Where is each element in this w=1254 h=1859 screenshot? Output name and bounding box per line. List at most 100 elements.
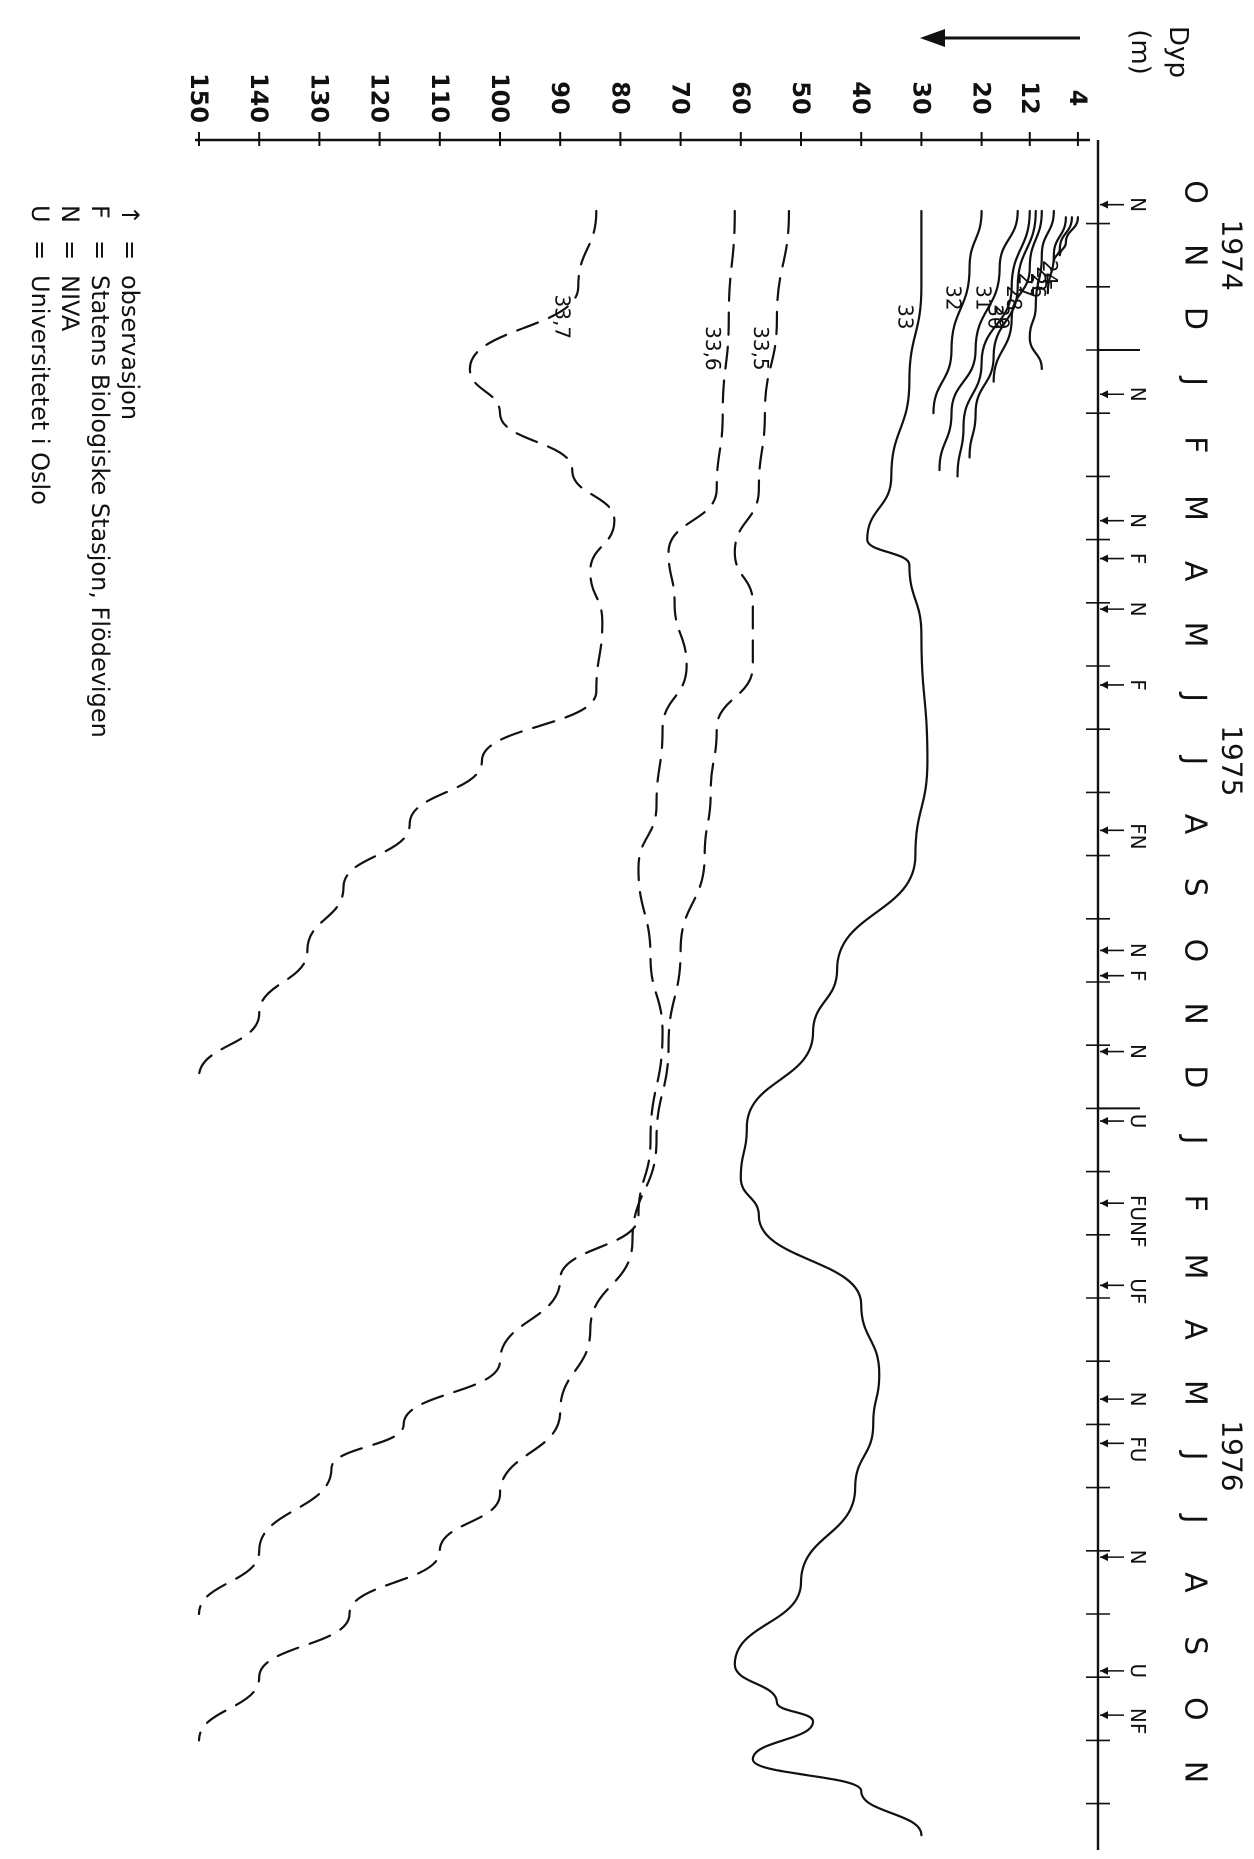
observation-arrow-head [1100, 946, 1108, 955]
month-label: J [1178, 691, 1213, 702]
year-label: 1974 [1216, 220, 1249, 291]
observation-arrow-head [1100, 605, 1108, 614]
depth-tick-label: 40 [847, 81, 875, 114]
isoline [1058, 216, 1080, 257]
isoline-label: 33,7 [550, 295, 574, 340]
observation-arrow-head [1100, 826, 1108, 835]
isoline [968, 209, 1037, 459]
depth-axis-title: Dyp [1163, 26, 1193, 78]
observation-label: N [1126, 943, 1150, 958]
legend-equals: = [56, 240, 84, 260]
depth-axis-unit: (m) [1125, 29, 1155, 75]
depth-tick-label: 30 [907, 81, 935, 114]
observation-label: N [1126, 1550, 1150, 1565]
observation-arrow-head [1100, 1439, 1108, 1448]
observation-label: NF [1126, 1708, 1150, 1734]
isoline-label: 33,6 [701, 326, 725, 371]
legend-equals: = [86, 240, 114, 260]
depth-tick-label: 150 [185, 73, 213, 123]
isoline [932, 209, 983, 415]
arrow-head [920, 29, 945, 47]
month-label: J [1178, 1450, 1213, 1461]
isoline [733, 209, 929, 1837]
month-label: F [1178, 436, 1213, 453]
isoline [992, 209, 1043, 383]
isoline [1028, 209, 1055, 371]
month-label: O [1178, 1697, 1213, 1721]
depth-tick-label: 110 [426, 73, 454, 123]
isoline [197, 209, 736, 1616]
observation-label: U [1126, 1114, 1150, 1129]
observation-label: UF [1126, 1278, 1150, 1304]
isoline [1052, 216, 1073, 263]
month-label: A [1178, 1572, 1213, 1593]
month-label: M [1178, 1253, 1213, 1279]
depth-tick-label: 140 [245, 73, 273, 123]
month-label: N [1178, 1761, 1213, 1783]
month-label: J [1178, 754, 1213, 765]
month-label: M [1178, 1380, 1213, 1406]
depth-tick-label: 12 [1016, 81, 1044, 114]
depth-tick-label: 60 [727, 81, 755, 114]
legend-text: NIVA [56, 275, 84, 332]
legend-symbol: N [56, 205, 84, 223]
month-label: O [1178, 939, 1213, 963]
legend-symbol: F [86, 205, 114, 219]
depth-tick-label: 90 [546, 81, 574, 114]
observation-arrow-head [1100, 516, 1108, 525]
legend-symbol: U [26, 205, 54, 223]
observation-label: N [1126, 513, 1150, 528]
observation-label: F [1126, 553, 1150, 565]
observation-arrow-head [1100, 1553, 1108, 1562]
month-label: O [1178, 180, 1213, 204]
month-label: A [1178, 814, 1213, 835]
isoline [197, 209, 791, 1742]
month-label: A [1178, 1319, 1213, 1340]
observation-label: N [1126, 197, 1150, 212]
month-label: D [1178, 1065, 1213, 1088]
month-label: M [1178, 621, 1213, 647]
depth-tick-label: 130 [305, 73, 333, 123]
observation-arrow-head [1100, 1047, 1108, 1056]
legend-equals: = [26, 240, 54, 260]
month-label: N [1178, 1002, 1213, 1024]
legend-text: Universitetet i Oslo [26, 275, 54, 505]
month-label: J [1178, 1513, 1213, 1524]
depth-tick-label: 20 [968, 81, 996, 114]
depth-tick-label: 120 [366, 73, 394, 123]
depth-tick-label: 70 [667, 81, 695, 114]
month-label: M [1178, 495, 1213, 521]
month-label: J [1178, 1134, 1213, 1145]
observation-arrow-head [1100, 554, 1108, 563]
month-label: S [1178, 878, 1213, 897]
depth-tick-label: 4 [1064, 90, 1092, 107]
observation-arrow-head [1100, 1711, 1108, 1720]
month-label: S [1178, 1636, 1213, 1655]
isoline [938, 209, 1019, 472]
month-label: J [1178, 375, 1213, 386]
month-label: D [1178, 307, 1213, 330]
month-label: F [1178, 1195, 1213, 1212]
observation-arrow-head [1100, 1199, 1108, 1208]
observation-label: F [1126, 679, 1150, 691]
observation-arrow-head [1100, 1666, 1108, 1675]
observation-arrow-head [1100, 390, 1108, 399]
year-label: 1975 [1216, 725, 1249, 796]
observation-label: U [1126, 1664, 1150, 1679]
observation-label: N [1126, 1392, 1150, 1407]
isoline [956, 209, 1031, 478]
isoline [1046, 216, 1067, 295]
observation-label: FU [1126, 1436, 1150, 1462]
isoline-label: 32 [942, 285, 966, 310]
legend-text: Statens Biologiske Stasjon, Flödevigen [86, 275, 114, 738]
observation-arrow-head [1100, 1395, 1108, 1404]
observation-label: FN [1126, 823, 1150, 849]
depth-tick-label: 80 [606, 81, 634, 114]
depth-tick-label: 50 [787, 81, 815, 114]
observation-arrow-head [1100, 1117, 1108, 1126]
month-label: N [1178, 244, 1213, 266]
observation-label: N [1126, 602, 1150, 617]
